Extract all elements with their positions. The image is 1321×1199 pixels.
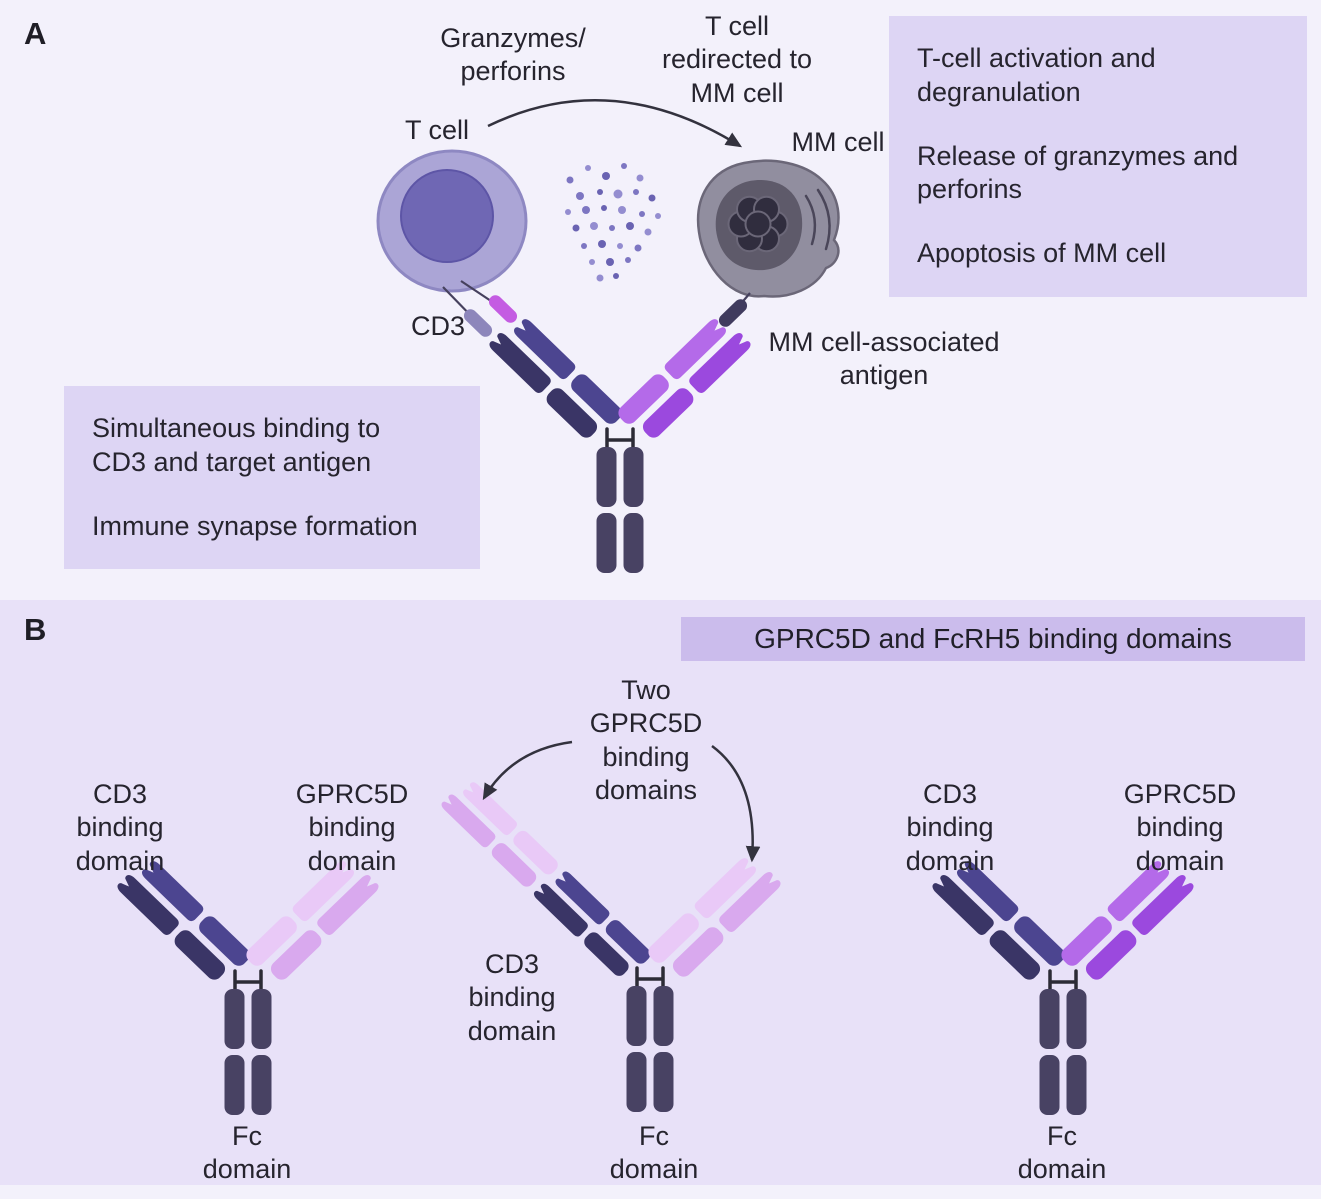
granzyme-perforin-dots	[565, 163, 661, 282]
mm-cell-er-lines	[804, 188, 831, 251]
panel-b-header: GPRC5D and FcRH5 binding domains	[681, 617, 1305, 661]
mm-antigen	[718, 292, 751, 327]
ab3-cd3-label: CD3 binding domain	[905, 779, 995, 876]
ab2-fc-label: Fc domain	[609, 1121, 699, 1185]
panel-a-label: A	[24, 16, 47, 51]
ab3-gprc5d-label: GPRC5D binding domain	[1123, 779, 1237, 876]
binding-info-box: Simultaneous binding to CD3 and target a…	[64, 386, 480, 570]
ab1-fc-label: Fc domain	[202, 1121, 292, 1185]
mm-cell-nucleus	[727, 195, 789, 253]
t-cell-nucleus	[400, 169, 494, 263]
activation-info-box: T-cell activation and degranulation Rele…	[889, 16, 1307, 297]
panel-b-header-text: GPRC5D and FcRH5 binding domains	[754, 623, 1232, 654]
cd3-capsule-magenta	[488, 295, 518, 323]
cd3-label: CD3	[410, 311, 466, 341]
info-line: T-cell activation and degranulation	[917, 43, 1156, 107]
mm-cell-label: MM cell	[791, 127, 885, 157]
panel-b-label: B	[24, 612, 47, 647]
ab1-gprc5d-label: GPRC5D binding domain	[295, 779, 409, 876]
mm-cell-body	[696, 159, 840, 298]
antibody-hinge	[605, 427, 635, 453]
info-line: Apoptosis of MM cell	[917, 238, 1167, 268]
antibody-right-arm-antigen	[615, 316, 753, 441]
mm-cell	[696, 159, 840, 298]
antibody-fc-stem	[596, 447, 644, 573]
info-line: Immune synapse formation	[92, 510, 418, 541]
t-cell-label: T cell	[404, 115, 470, 145]
antigen-capsule	[718, 299, 748, 327]
ab2-cd3-label: CD3 binding domain	[467, 949, 557, 1046]
antibody-left-arm-cd3	[487, 316, 625, 441]
bispecific-antibody-a	[487, 316, 753, 573]
antigen-label: MM cell-associated antigen	[768, 327, 1000, 391]
redirect-label: T cell redirected to MM cell	[661, 11, 813, 108]
info-line: Simultaneous binding to CD3 and target a…	[92, 413, 381, 477]
ab3-fc-label: Fc domain	[1017, 1121, 1107, 1185]
mm-cell-cytoplasm	[715, 180, 803, 271]
info-line: Release of granzymes and perforins	[917, 140, 1239, 205]
t-cell-body	[376, 149, 528, 293]
granzymes-label: Granzymes/ perforins	[440, 23, 586, 87]
ab2-two-gprc5d-label: Two GPRC5D binding domains	[589, 675, 703, 806]
cd3-capsule-gray	[463, 309, 493, 337]
t-cell	[376, 149, 528, 293]
ab1-cd3-label: CD3 binding domain	[75, 779, 165, 876]
